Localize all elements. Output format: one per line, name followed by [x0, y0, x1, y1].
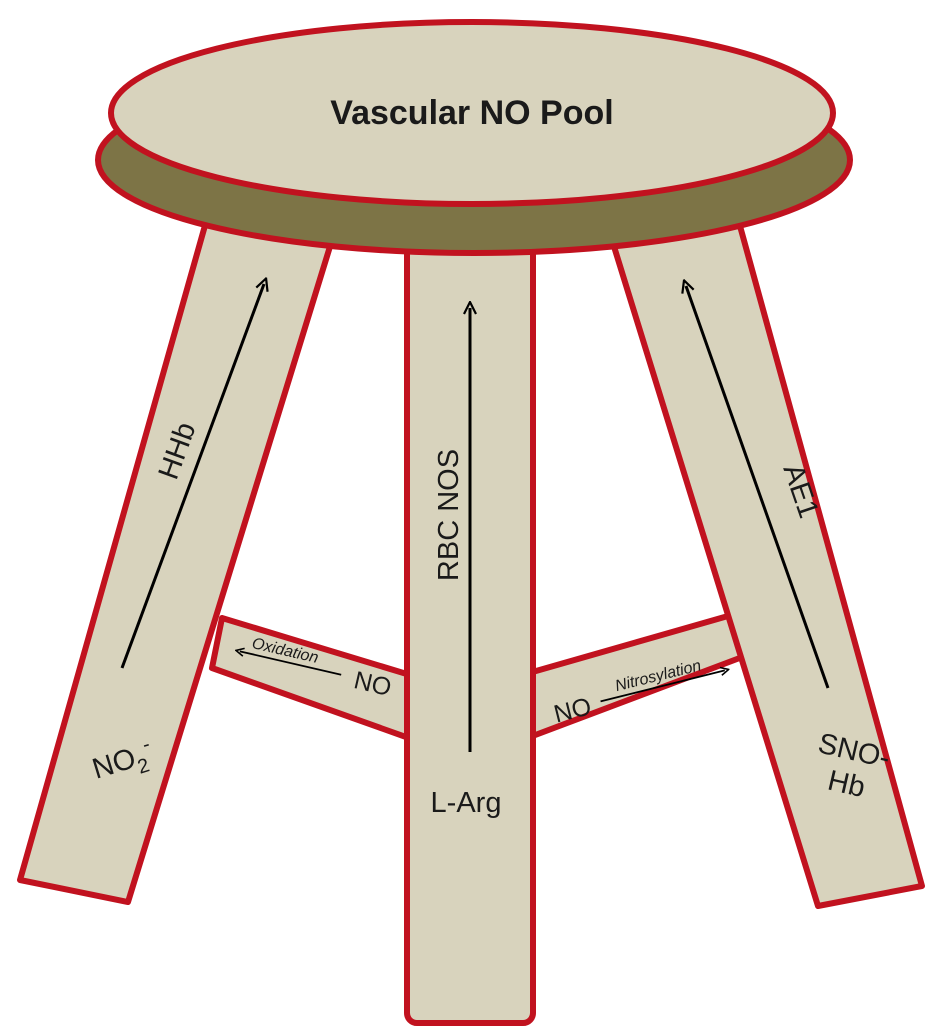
left-leg [20, 222, 332, 902]
right-leg [612, 226, 922, 906]
center-leg-pathway-label: RBC NOS [433, 449, 465, 581]
seat-title: Vascular NO Pool [330, 94, 613, 132]
center-leg-source-label: L-Arg [431, 787, 502, 819]
